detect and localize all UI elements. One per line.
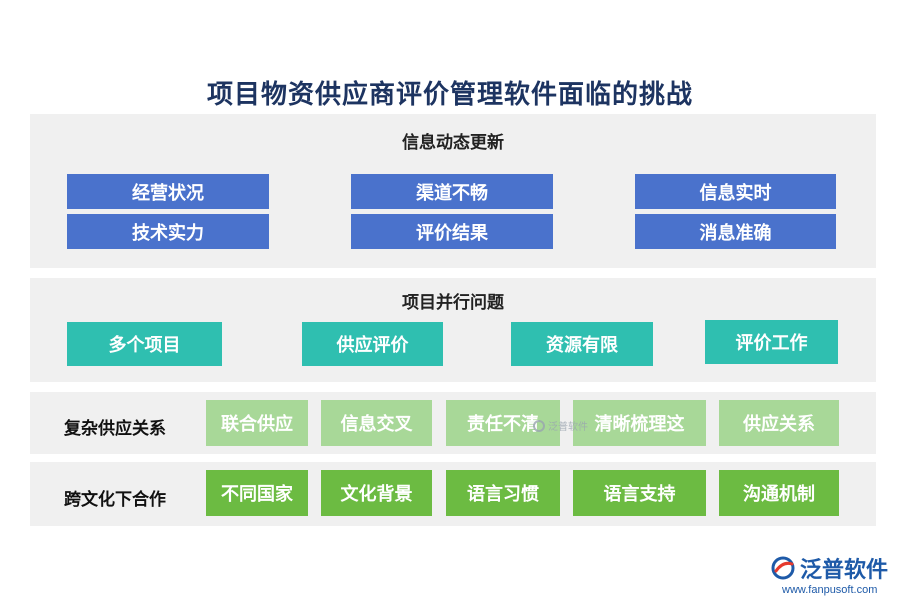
page-title: 项目物资供应商评价管理软件面临的挑战: [206, 80, 693, 110]
box-tech-strength: 技术实力: [67, 214, 269, 249]
parallel-panel: 项目并行问题 多个项目 供应评价 资源有限 评价工作: [30, 278, 876, 382]
info-update-title: 信息动态更新: [402, 133, 504, 153]
box-lang-habit: 语言习惯: [446, 470, 560, 516]
box-diff-countries: 不同国家: [206, 470, 308, 516]
fanpu-logo-icon: [771, 556, 795, 580]
parallel-title: 项目并行问题: [402, 293, 504, 313]
brand-logo: 泛普软件 www.fanpusoft.com: [770, 552, 888, 596]
box-supply-eval: 供应评价: [302, 322, 443, 366]
watermark-logo-icon: [533, 419, 545, 432]
complex-panel: 复杂供应关系 联合供应 信息交叉 责任不清 清晰梳理这 供应关系: [30, 392, 876, 454]
box-comm-mechanism: 沟通机制: [719, 470, 839, 516]
box-culture-bg: 文化背景: [321, 470, 432, 516]
box-eval-result: 评价结果: [351, 214, 553, 249]
info-update-panel: 信息动态更新 经营状况 渠道不畅 信息实时 技术实力 评价结果 消息准确: [30, 114, 876, 268]
box-info-cross: 信息交叉: [321, 400, 432, 446]
box-eval-work: 评价工作: [705, 320, 838, 364]
box-limited-resources: 资源有限: [511, 322, 653, 366]
box-info-realtime: 信息实时: [635, 174, 836, 209]
logo-url: www.fanpusoft.com: [782, 584, 878, 596]
box-channel-blocked: 渠道不畅: [351, 174, 553, 209]
box-clear-sort: 清晰梳理这: [573, 400, 706, 446]
watermark-text: 泛普软件: [548, 422, 588, 433]
logo-text: 泛普软件: [800, 558, 889, 583]
box-multi-project: 多个项目: [67, 322, 222, 366]
complex-label: 复杂供应关系: [64, 419, 166, 439]
box-business-status: 经营状况: [67, 174, 269, 209]
cross-culture-panel: 跨文化下合作 不同国家 文化背景 语言习惯 语言支持 沟通机制: [30, 462, 876, 526]
box-msg-accurate: 消息准确: [635, 214, 836, 249]
box-lang-support: 语言支持: [573, 470, 706, 516]
box-joint-supply: 联合供应: [206, 400, 308, 446]
cross-culture-label: 跨文化下合作: [64, 490, 166, 510]
box-supply-relation: 供应关系: [719, 400, 839, 446]
watermark: 泛普软件: [533, 418, 588, 433]
